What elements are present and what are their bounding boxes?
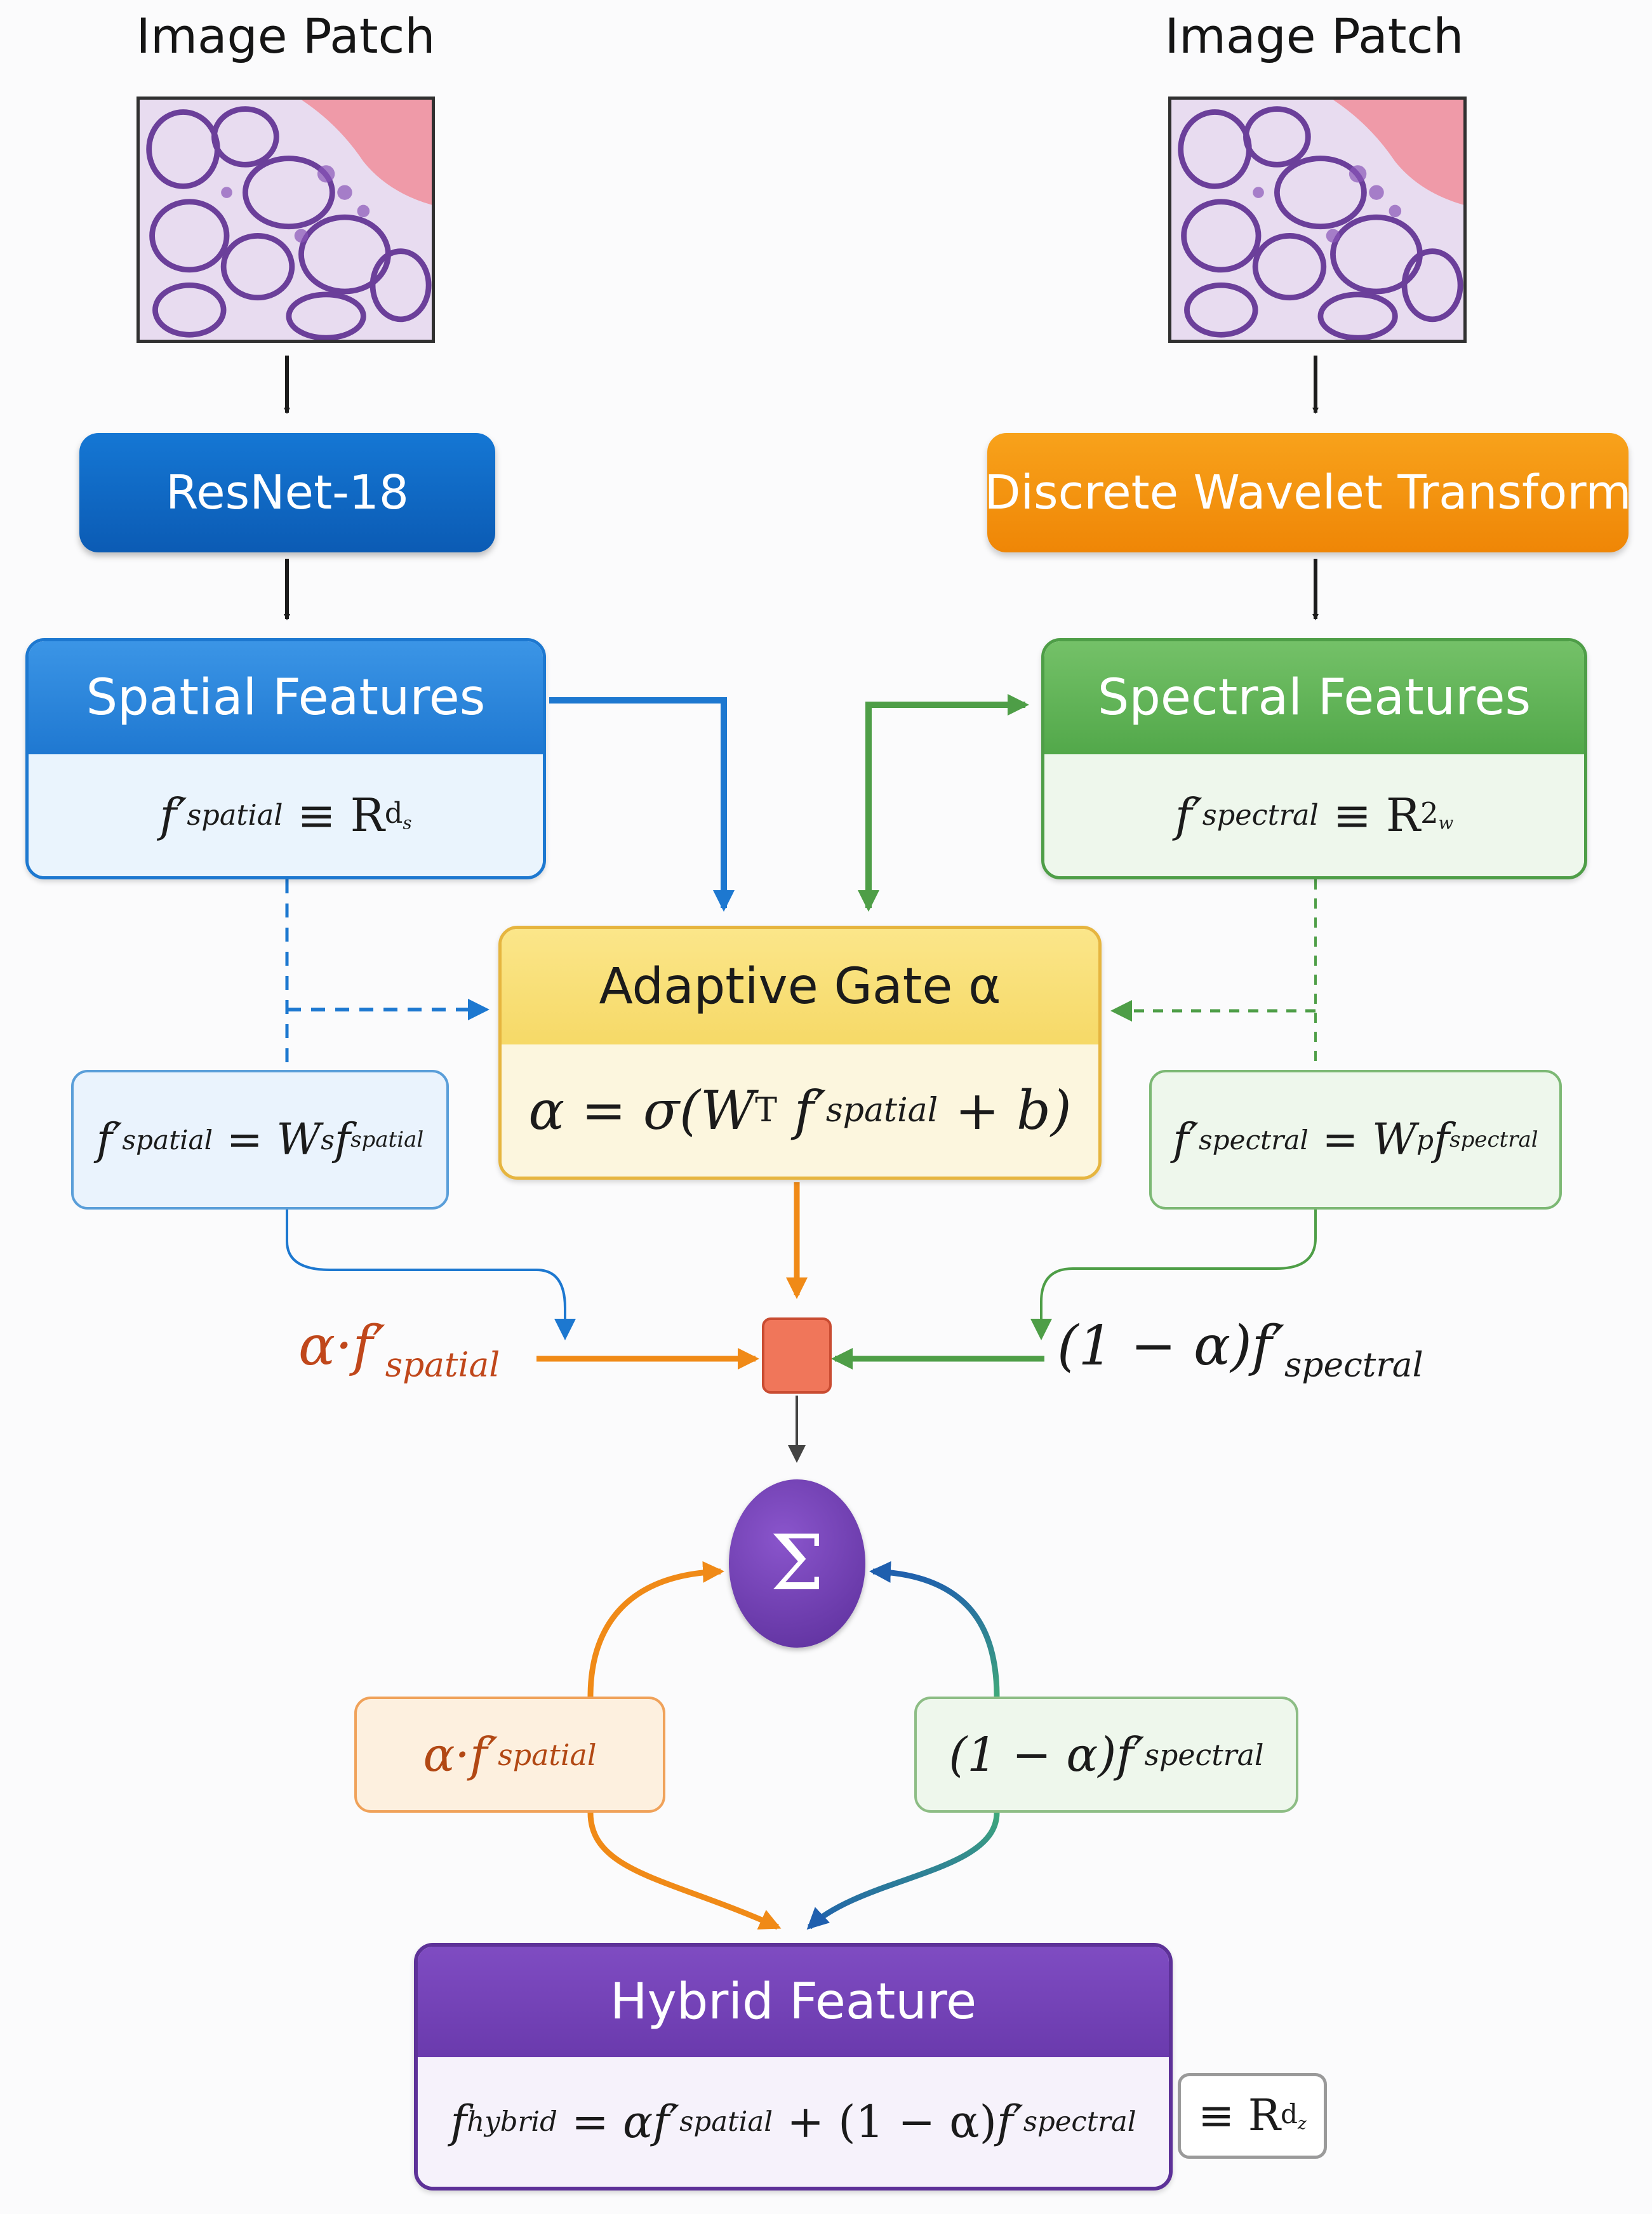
dwt-block: Discrete Wavelet Transform [985, 433, 1632, 552]
left-image-patch [137, 97, 435, 343]
spectral-features-title: Spectral Features [1044, 641, 1584, 754]
gate-to-spectral-arrow [865, 694, 1029, 908]
spatial-features-title: Spatial Features [29, 641, 543, 754]
spatial-projection-curve [286, 1210, 576, 1340]
right-image-patch [1168, 97, 1467, 343]
spatial-to-gate-arrow [549, 697, 735, 912]
left-input-title: Image Patch [136, 8, 436, 64]
multiply-node [762, 1317, 832, 1394]
weighted-spatial-box: α·f′spatial [354, 1697, 665, 1813]
orange-down-curve [587, 1812, 782, 1930]
teal-up-curve [869, 1561, 1000, 1697]
sum-node: Σ [729, 1479, 865, 1648]
spectral-projection-curve [1030, 1210, 1317, 1340]
weighted-spectral-box: (1 − α)f′spectral [914, 1697, 1298, 1813]
resnet-block: ResNet-18 [79, 433, 495, 552]
right-input-title: Image Patch [1164, 8, 1464, 64]
teal-down-curve [806, 1812, 1000, 1930]
weighted-spectral-term: (1 − α)f′spectral [1057, 1314, 1423, 1385]
adaptive-gate-title: Adaptive Gate α [502, 929, 1098, 1044]
hybrid-feature-title: Hybrid Feature [418, 1947, 1169, 2057]
weighted-spatial-term: α·f′spatial [298, 1314, 500, 1385]
orange-up-curve [587, 1561, 724, 1697]
input-arrows [284, 356, 1319, 620]
